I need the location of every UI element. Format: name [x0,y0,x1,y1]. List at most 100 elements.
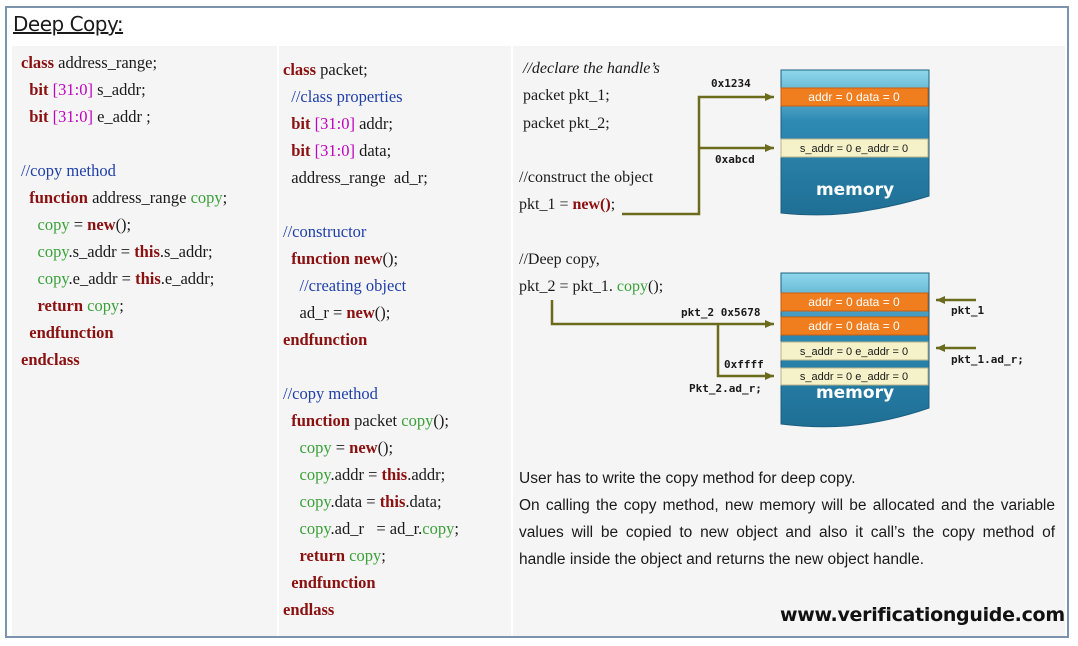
mid-code-line: class packet; [283,56,459,83]
declare-pkt1: packet pkt_1; [523,87,610,104]
left-code-token: copy [37,269,69,288]
mid-code-line: //copy method [283,380,459,407]
mid-code-token: function [291,411,350,430]
mid-code-line: endlass [283,596,459,623]
mid-code-token: packet [349,411,402,430]
address-range-class-code: class address_range; bit [31:0] s_addr; … [21,49,227,373]
pkt1-adr-label: pkt_1.ad_r; [951,353,1024,366]
deep-copy-call: copy [616,278,649,295]
left-code-token: address_range; [54,53,158,72]
deep-prefix: pkt_2 = pkt_1. [519,278,617,295]
mid-code-line: copy.addr = this.addr; [283,461,459,488]
memory-1-row-2 [780,138,929,158]
mid-code-token: .data; [405,492,442,511]
memory-2-row-3-text: s_addr = 0 e_addr = 0 [800,346,908,358]
left-code-token: ; [119,296,124,315]
left-code-token: copy [190,188,223,207]
website-footer: www.verificationguide.com [780,604,1065,626]
left-code-token: ; [222,188,228,207]
left-code-token: this [135,269,161,288]
mid-code-line: endfunction [283,326,459,353]
left-code-line: //copy method [21,157,227,184]
mid-code-token: endlass [283,600,335,619]
mid-code-line: bit [31:0] addr; [283,110,459,137]
mid-code-token: copy [299,465,331,484]
mid-code-token: copy [345,546,382,565]
deep-suffix: (); [648,278,664,295]
left-code-line: bit [31:0] e_addr ; [21,103,227,130]
mid-code-token: function [291,249,350,268]
memory-2-label: memory [816,383,894,403]
construct-suffix: ; [610,196,616,213]
memory-1-row-2-text: s_addr = 0 e_addr = 0 [800,143,908,155]
left-code-line: copy.s_addr = this.s_addr; [21,238,227,265]
mid-code-token: new [354,249,383,268]
mid-code-line: function packet copy(); [283,407,459,434]
address-label-0xffff: 0xffff [724,358,764,371]
left-code-token: class [21,53,54,72]
mid-code-line: return copy; [283,542,459,569]
mid-code-line: address_range ad_r; [283,164,459,191]
note-line-1: User has to write the copy method for de… [519,470,856,487]
mid-code-token: (); [382,249,399,268]
middle-code-panel [279,46,511,636]
left-code-token: //copy method [21,161,116,180]
left-code-token: return [37,296,84,315]
mid-code-token: address_range ad_r; [283,168,428,187]
left-code-token: [31:0] [48,80,93,99]
packet-class-code: class packet; //class properties bit [31… [283,56,459,623]
deep-copy-line: pkt_2 = pkt_1. copy(); [519,278,663,296]
mid-code-token: ; [454,519,459,538]
mid-code-token: //copy method [283,384,378,403]
mid-code-token: packet; [316,60,368,79]
left-code-token: endfunction [29,323,114,342]
mid-code-token: copy [422,519,455,538]
mid-code-token: [31:0] [310,141,355,160]
left-code-line: endclass [21,346,227,373]
left-code-token: copy [37,215,70,234]
mid-code-token: = [331,438,350,457]
memory-1-row-1 [780,87,929,107]
mid-code-line: //class properties [283,83,459,110]
mid-code-token: ad_r = [283,303,347,322]
note-line-2: On calling the copy method, new memory w… [519,497,1055,568]
memory-2-row-4-text: s_addr = 0 e_addr = 0 [800,371,908,383]
left-code-token: new [87,215,116,234]
construct-line: pkt_1 = new(); [519,196,615,214]
memory-block-2 [780,272,930,428]
left-code-token: address_range [87,188,191,207]
left-code-token: .e_addr = [68,269,136,288]
mid-code-token: bit [291,141,311,160]
left-code-token: [31:0] [48,107,93,126]
mid-code-token: //constructor [283,222,367,241]
left-code-token: e_addr ; [92,107,151,126]
left-code-line: function address_range copy; [21,184,227,211]
declare-comment: //declare the handle’s [523,60,660,77]
left-code-line: copy.e_addr = this.e_addr; [21,265,227,292]
memory-2-row-2 [780,316,929,336]
left-code-line: class address_range; [21,49,227,76]
memory-1-label: memory [816,180,894,200]
pkt2-address-label: pkt_2 0x5678 [681,306,761,319]
left-code-token: .s_addr = [68,242,135,261]
mid-code-token: //creating object [299,276,407,295]
left-code-token: bit [29,80,49,99]
mid-code-token: copy [299,519,331,538]
mid-code-token: bit [291,114,311,133]
mid-code-line: function new(); [283,245,459,272]
mid-code-token: this [379,492,406,511]
left-code-token: (); [115,215,132,234]
memory-2-row-1-text: addr = 0 data = 0 [808,295,900,309]
mid-code-line: copy.ad_r = ad_r.copy; [283,515,459,542]
memory-2-row-4 [780,367,929,386]
left-code-token: .e_addr; [160,269,215,288]
left-code-token: endclass [21,350,80,369]
mid-code-token: new [346,303,375,322]
memory-block-1 [780,69,930,216]
mid-code-token: this [381,465,408,484]
deep-copy-comment: //Deep copy, [519,251,600,268]
left-code-token: copy [37,242,69,261]
construct-prefix: pkt_1 = [519,196,573,213]
left-code-panel [12,46,277,636]
